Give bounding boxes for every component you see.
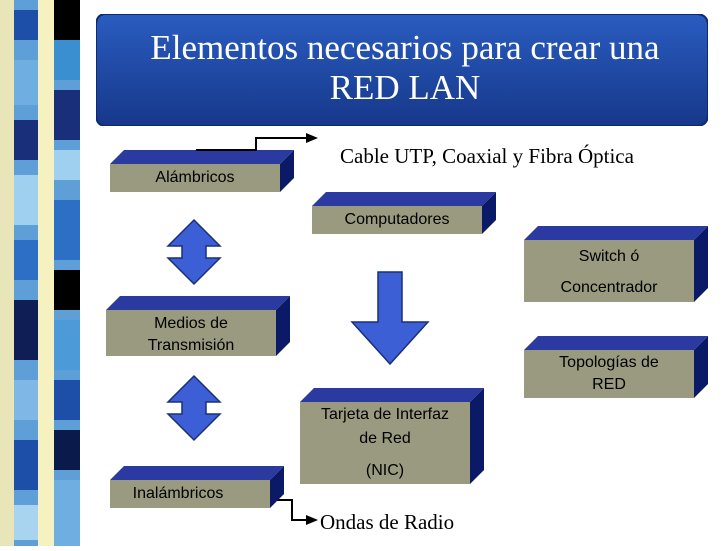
tarjeta-label-line2: de Red [359, 430, 411, 447]
cable-annotation: Cable UTP, Coaxial y Fibra Óptica [340, 144, 634, 168]
decorative-stripes [0, 0, 80, 546]
medios-label-line1: Medios de [154, 315, 228, 332]
box-tarjeta: Tarjeta de Interfaz de Red (NIC) [300, 388, 484, 484]
computadores-label: Computadores [344, 211, 450, 228]
switch-label-line2: Concentrador [560, 279, 658, 296]
stripe-pattern [0, 0, 80, 546]
topologias-label-line1: Topologías de [559, 354, 659, 371]
box-alambricos: Alámbricos [110, 150, 294, 192]
page-title: Elementos necesarios para crear una RED … [100, 28, 710, 108]
tarjeta-label-line1: Tarjeta de Interfaz [320, 406, 450, 423]
switch-label-line1: Switch ó [578, 248, 640, 265]
alambricos-label: Alámbricos [155, 169, 235, 186]
ondas-annotation: Ondas de Radio [320, 510, 455, 534]
tarjeta-label-line3: (NIC) [365, 462, 405, 479]
box-computadores: Computadores [312, 192, 496, 234]
topologias-label-line2: RED [592, 376, 626, 393]
box-medios: Medios de Transmisión [106, 296, 290, 356]
title-line-2: RED LAN [329, 68, 481, 107]
box-inalambricos: Inalámbricos [110, 466, 284, 508]
inalambricos-label: Inalámbricos [132, 485, 224, 502]
medios-label-line2: Transmisión [147, 337, 235, 354]
title-line-1: Elementos necesarios para crear una [150, 28, 660, 67]
title-banner [95, 13, 709, 127]
box-switch: Switch ó Concentrador [524, 226, 708, 302]
box-topologias: Topologías de RED [524, 336, 708, 398]
